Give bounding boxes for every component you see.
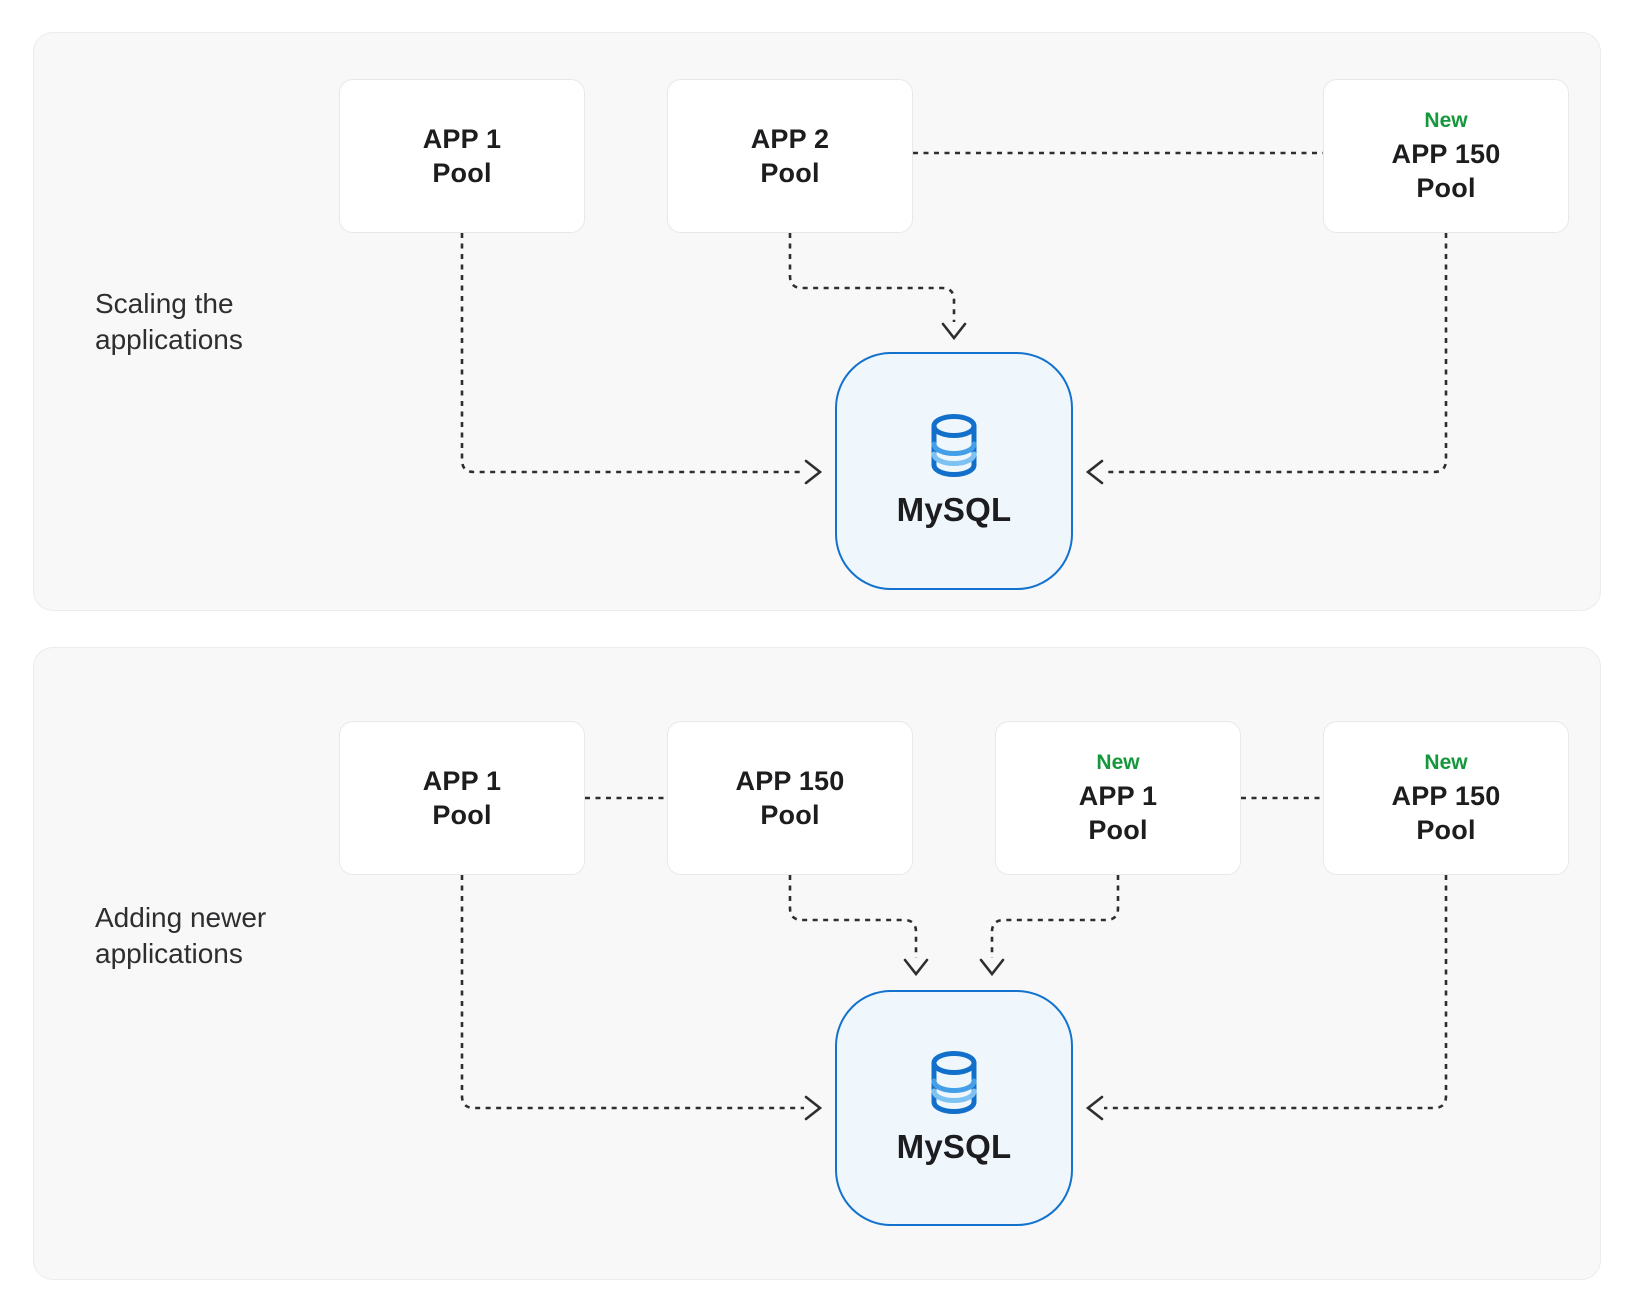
node-subtitle: Pool [1416, 814, 1476, 845]
new-badge: New [1424, 108, 1468, 132]
node-subtitle: Pool [1416, 172, 1476, 203]
node-app1-pool: APP 1 Pool [339, 79, 585, 233]
node-subtitle: Pool [432, 158, 492, 188]
new-badge: New [1424, 750, 1468, 774]
node-subtitle: Pool [760, 158, 820, 188]
node-title: APP 2 [750, 124, 830, 154]
db-label: MySQL [896, 490, 1012, 528]
node-subtitle: Pool [432, 800, 492, 830]
section-label-adding: Adding newer applications [95, 900, 266, 972]
node-title: APP 150 [1391, 780, 1501, 811]
node-title: APP 150 [1391, 138, 1501, 169]
section-label-scaling: Scaling the applications [95, 286, 243, 358]
node-subtitle: Pool [1088, 814, 1148, 845]
new-badge: New [1096, 750, 1140, 774]
node-subtitle: Pool [760, 800, 820, 830]
database-icon [931, 1050, 977, 1114]
db-label: MySQL [896, 1127, 1012, 1165]
section-label-line: Scaling the [95, 288, 234, 319]
node-app1-pool-new: New APP 1 Pool [995, 721, 1241, 875]
node-app150-pool-new: New APP 150 Pool [1323, 721, 1569, 875]
node-title: APP 150 [735, 766, 845, 796]
node-app150-pool: APP 150 Pool [667, 721, 913, 875]
node-app150-pool-new: New APP 150 Pool [1323, 79, 1569, 233]
node-title: APP 1 [422, 124, 502, 154]
node-app1-pool: APP 1 Pool [339, 721, 585, 875]
node-title: APP 1 [1078, 780, 1158, 811]
database-icon [931, 413, 977, 477]
section-label-line: Adding newer [95, 902, 267, 933]
node-mysql-top: MySQL [835, 352, 1073, 590]
section-label-line: applications [95, 324, 243, 355]
section-label-line: applications [95, 938, 243, 969]
node-app2-pool: APP 2 Pool [667, 79, 913, 233]
node-mysql-bottom: MySQL [835, 990, 1073, 1226]
node-title: APP 1 [422, 766, 502, 796]
